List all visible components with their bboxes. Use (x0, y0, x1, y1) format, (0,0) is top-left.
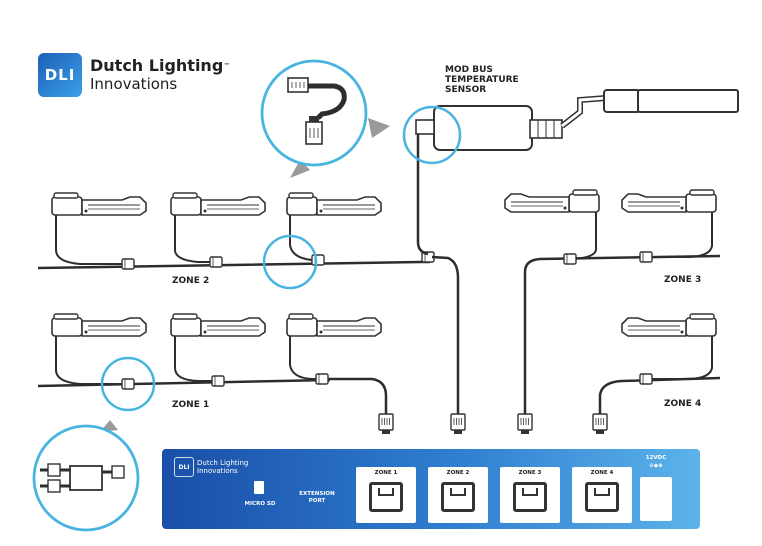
zone-3-bus (517, 212, 721, 435)
rj-jack-icon (585, 482, 619, 512)
logo-text: DLI (44, 66, 76, 84)
brand-name: Dutch Lighting (90, 56, 224, 75)
micro-sd-label: MICRO SD (244, 501, 276, 507)
sensor-label-line3: SENSOR (445, 85, 487, 95)
zone-2-bus (37, 215, 435, 270)
zone-4-port-label: ZONE 4 (590, 470, 614, 476)
controller-logo: DLI (174, 457, 194, 477)
controller-brand: Dutch Lighting Innovations (197, 459, 248, 475)
controller-brand-sub: Innovations (197, 467, 238, 475)
zone-1-label: ZONE 1 (172, 400, 210, 410)
rj-jack-icon (369, 482, 403, 512)
zone-2-fixture-1 (51, 192, 147, 216)
callout-connector-detail (260, 59, 390, 178)
power-label: 12VDC (645, 455, 667, 461)
zone-1-fixture-2 (170, 313, 266, 337)
brand-wordmark: Dutch Lighting™ Innovations (90, 56, 231, 94)
power-jack[interactable] (640, 477, 672, 521)
zone-2-label: ZONE 2 (172, 276, 210, 286)
zone-1-port[interactable]: ZONE 1 (356, 467, 416, 523)
controller-panel: DLI Dutch Lighting Innovations MICRO SD … (162, 449, 700, 529)
callout-splitter-detail (32, 420, 140, 532)
sensor-label-line2: TEMPERATURE (445, 75, 519, 85)
dli-logo: DLI (38, 53, 82, 97)
sensor-label: MOD BUS TEMPERATURE SENSOR (445, 65, 519, 95)
highlight-circles (100, 105, 462, 412)
zone-3-fixture-1 (504, 189, 600, 213)
zone-3-label: ZONE 3 (664, 275, 702, 285)
rj-jack-icon (513, 482, 547, 512)
controller-logo-text: DLI (178, 463, 190, 471)
sensor-cable (416, 128, 466, 435)
zone-4-port[interactable]: ZONE 4 (572, 467, 632, 523)
trademark: ™ (223, 62, 231, 70)
zone-2-fixture-2 (170, 192, 266, 216)
zone-3-port-label: ZONE 3 (518, 470, 542, 476)
zone-4-label: ZONE 4 (664, 399, 702, 409)
brand-sub: Innovations (90, 75, 178, 93)
zone-1-fixture-3 (286, 313, 382, 337)
extension-label-line2: PORT (308, 498, 326, 504)
zone-4-bus (592, 336, 721, 435)
zone-1-fixture-1 (51, 313, 147, 337)
sensor-label-line1: MOD BUS (445, 65, 493, 75)
zone-4-fixture-1 (621, 313, 717, 337)
zone-3-port[interactable]: ZONE 3 (500, 467, 560, 523)
micro-sd-icon (254, 481, 264, 494)
zone-1-port-label: ZONE 1 (374, 470, 398, 476)
power-polarity-icon: ⊖◆⊕ (649, 463, 663, 469)
extension-label-line1: EXTENSION (299, 491, 335, 497)
zone-2-fixture-3 (286, 192, 382, 216)
temperature-sensor (415, 89, 739, 151)
zone-2-port[interactable]: ZONE 2 (428, 467, 488, 523)
zone-3-fixture-2 (621, 189, 717, 213)
controller-brand-name: Dutch Lighting (197, 459, 249, 467)
zone-2-port-label: ZONE 2 (446, 470, 470, 476)
extension-port-label: EXTENSION PORT (294, 491, 340, 505)
rj-jack-icon (441, 482, 475, 512)
zone-1-bus (37, 336, 394, 435)
